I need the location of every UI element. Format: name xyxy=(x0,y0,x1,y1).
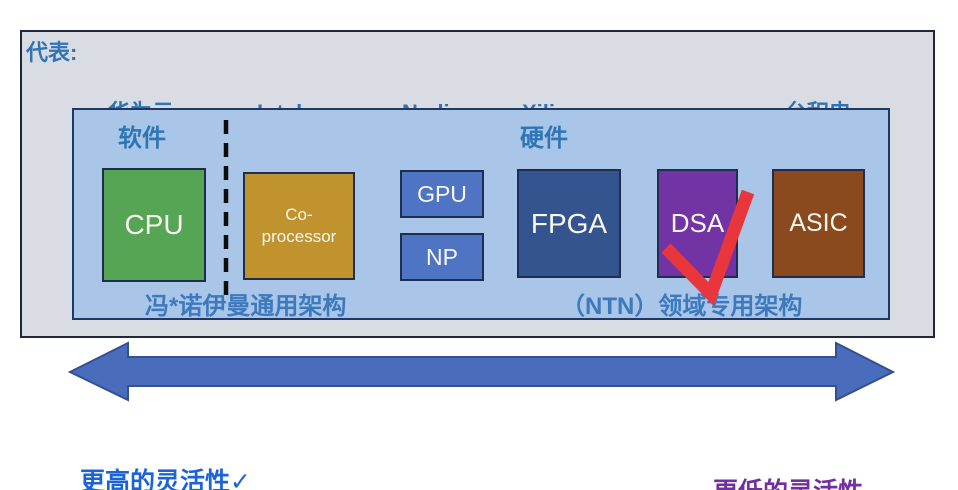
coprocessor-line1: Co- xyxy=(285,205,313,224)
flexibility-note-left: 更高的灵活性✓ 更低的性能 xyxy=(80,400,251,490)
von-neumann-caption: 冯*诺伊曼通用架构 xyxy=(145,293,347,320)
bidirectional-arrow xyxy=(67,341,896,402)
right-note-line1: 更低的灵活性 xyxy=(713,476,863,490)
hardware-zone-label: 硬件 xyxy=(520,125,568,152)
coprocessor-label: Co- processor xyxy=(262,204,337,248)
dsa-label: DSA xyxy=(670,208,725,238)
cpu-block: CPU xyxy=(102,168,206,282)
fpga-block: FPGA xyxy=(517,169,621,278)
representatives-label: 代表: xyxy=(26,40,78,65)
cpu-label: CPU xyxy=(124,209,184,240)
fpga-label: FPGA xyxy=(530,207,608,239)
np-block: NP xyxy=(400,233,484,281)
domain-specific-caption: （NTN）领域专用架构 xyxy=(561,293,803,320)
gpu-block: GPU xyxy=(400,170,484,218)
architecture-panel: 软件 硬件 CPU Co- processor GPU NP FPGA xyxy=(72,108,890,320)
coprocessor-line2: processor xyxy=(261,227,337,246)
gpu-label: GPU xyxy=(417,180,467,207)
coprocessor-block: Co- processor xyxy=(243,172,355,280)
flexibility-note-right: 更低的灵活性 更高的性能✓ xyxy=(713,410,863,490)
asic-block: ASIC xyxy=(772,169,865,278)
left-note-line1: 更高的灵活性✓ xyxy=(80,468,251,490)
representatives-box: 代表: 华为云 阿里云 Intel AMD Nvdia 博通 Xilinx in… xyxy=(20,30,935,338)
asic-label: ASIC xyxy=(789,209,848,237)
software-zone-label: 软件 xyxy=(118,125,166,152)
dsa-block: DSA xyxy=(657,169,738,278)
np-label: NP xyxy=(426,243,458,270)
